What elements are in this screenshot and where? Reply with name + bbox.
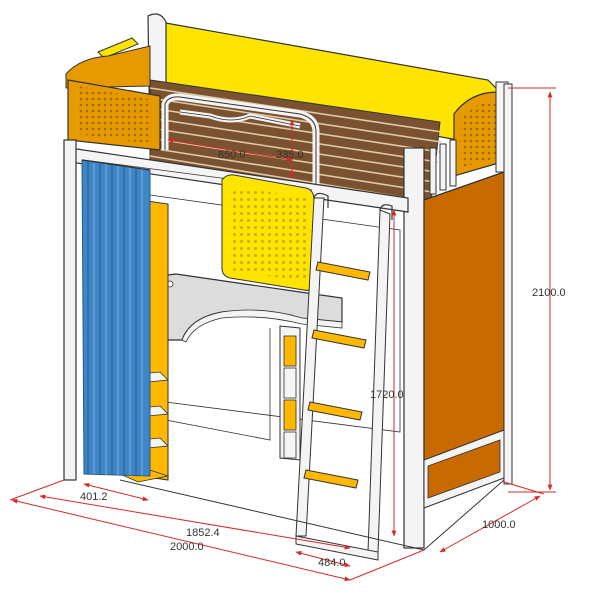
wardrobe-curtain [81,159,151,477]
label-1852: 1852.4 [186,527,220,539]
label-1720: 1720.0 [370,389,404,401]
label-1000: 1000.0 [482,519,516,531]
dimension-lines [9,87,556,582]
dimension-labels: 850.0 335.0 2100.0 1720.0 401.2 1852.4 2… [80,149,566,569]
label-401: 401.2 [80,491,108,503]
label-335: 335.0 [276,149,304,161]
desk-area [141,174,401,461]
label-850: 850.0 [218,149,246,161]
left-perforated-headboard [67,79,161,151]
label-2100: 2100.0 [532,287,566,299]
dim-line-2000 [11,498,351,582]
right-side-panel [423,83,513,509]
guard-rail [161,93,320,186]
dim-line-850 [167,138,293,162]
label-2000: 2000.0 [170,541,204,553]
label-484: 484.0 [318,557,346,569]
dim-line-1000 [439,495,541,553]
dim-line-484 [295,551,351,567]
